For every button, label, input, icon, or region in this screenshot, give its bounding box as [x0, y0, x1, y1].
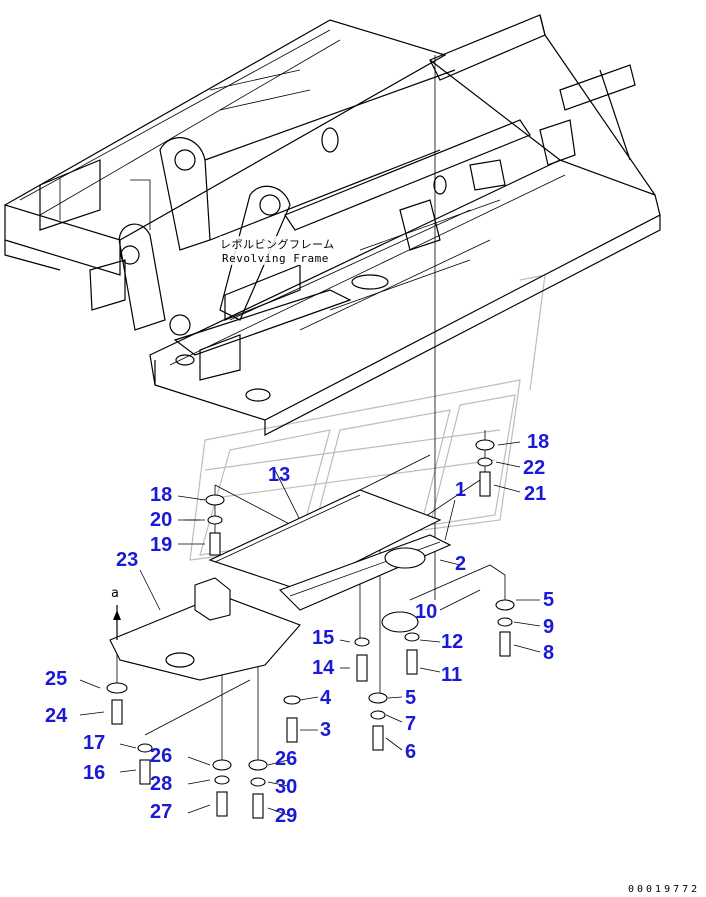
callout-17: 17: [83, 732, 106, 754]
callout-26-left: 26: [150, 745, 173, 767]
callout-8: 8: [543, 642, 555, 664]
frame-label-english: Revolving Frame: [222, 252, 329, 265]
callout-3: 3: [320, 719, 332, 741]
callout-5-center: 5: [405, 687, 417, 709]
callout-21: 21: [524, 483, 547, 505]
callout-27: 27: [150, 801, 173, 823]
view-marker-label: a: [111, 586, 120, 601]
callout-12: 12: [441, 631, 464, 653]
callout-29: 29: [275, 805, 298, 827]
callout-7: 7: [405, 713, 417, 735]
callout-18-right: 18: [527, 431, 550, 453]
callout-14: 14: [312, 657, 335, 679]
callout-23: 23: [116, 549, 139, 571]
callout-16: 16: [83, 762, 106, 784]
callout-15: 15: [312, 627, 335, 649]
callout-leaders: [79, 441, 541, 816]
under-covers: [109, 489, 452, 681]
callout-10: 10: [415, 601, 438, 623]
callout-4: 4: [320, 687, 332, 709]
hardware: [106, 439, 515, 819]
frame-label-japanese: レボルビングフレーム: [220, 236, 335, 252]
callout-2: 2: [455, 553, 467, 575]
callout-30: 30: [275, 776, 298, 798]
callout-20: 20: [150, 509, 173, 531]
callout-11: 11: [441, 664, 463, 686]
callout-6: 6: [405, 741, 417, 763]
callout-25: 25: [45, 668, 68, 690]
callout-22: 22: [523, 457, 546, 479]
callout-13: 13: [268, 464, 291, 486]
callout-1: 1: [455, 479, 467, 501]
callout-9: 9: [543, 616, 555, 638]
callout-19: 19: [150, 534, 173, 556]
callout-26-right: 26: [275, 748, 298, 770]
revolving-frame: [3, 14, 661, 436]
callout-5-right: 5: [543, 589, 555, 611]
callout-28: 28: [150, 773, 173, 795]
drawing-code: 00019772: [628, 884, 701, 895]
callout-24: 24: [45, 705, 68, 727]
callout-18-left: 18: [150, 484, 173, 506]
